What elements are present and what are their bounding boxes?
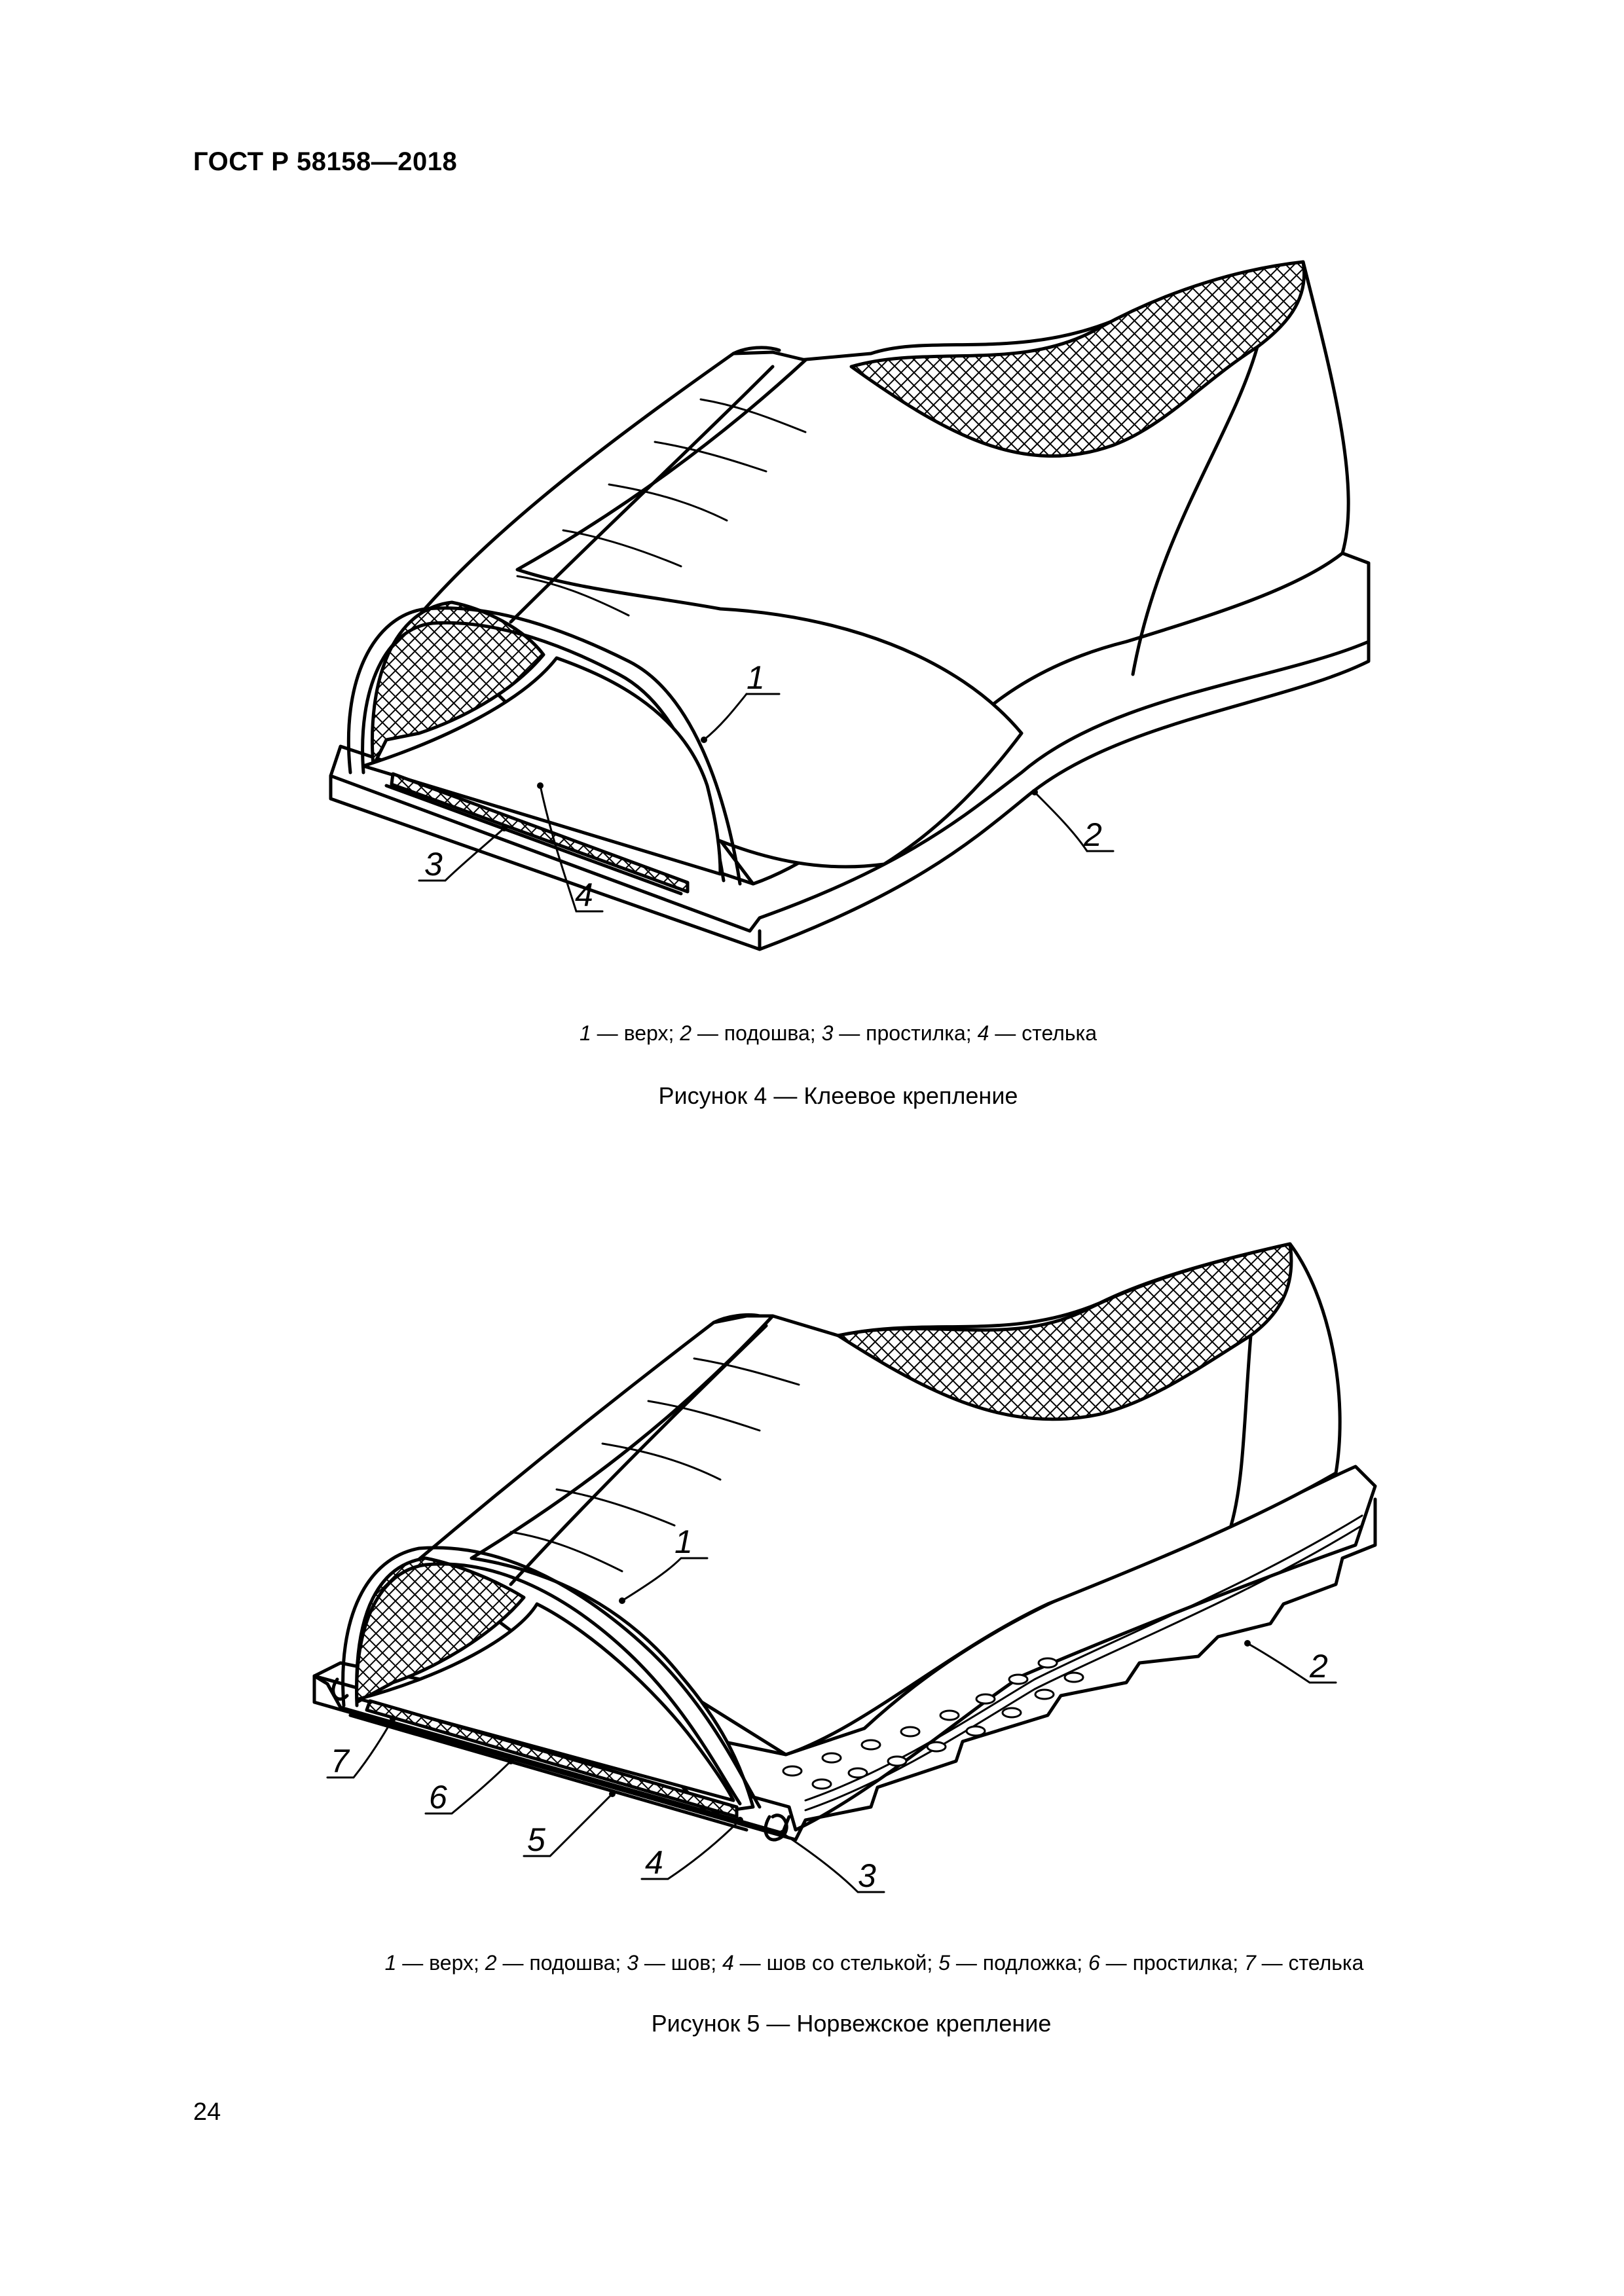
figure-5-legend: 1 — верх; 2 — подошва; 3 — шов; 4 — шов … [384,1951,1364,1975]
fig4-callout-3: 3 [424,846,443,883]
fig5-callout-3: 3 [858,1857,876,1894]
fig5-callout-7: 7 [331,1743,350,1779]
fig5-heel-lining [836,1242,1293,1421]
fig4-callout-1: 1 [747,659,765,696]
fig4-upper-edge [346,606,742,886]
fig4-heel-lining [849,260,1306,458]
fig5-callout-6: 6 [429,1779,447,1815]
fig4-toe-lining [371,600,545,768]
fig5-callout-5: 5 [527,1821,545,1858]
fig5-laces [509,1324,800,1586]
fig4-laces [509,365,807,624]
fig5-toe-lining [355,1556,526,1704]
figure-5-drawing: 1 2 3 4 5 6 7 [312,1242,1377,1894]
fig5-callout-4: 4 [645,1844,663,1881]
fig5-filler [365,1699,739,1819]
figure-5-caption: Рисунок 5 — Норвежское крепление [651,2010,1052,2037]
fig5-insole [357,1602,735,1802]
fig5-callout-1: 1 [674,1523,693,1560]
fig4-callout-2: 2 [1083,816,1102,853]
figure-4-drawing: 1 2 3 4 [329,260,1371,951]
fig5-stitch-holes [782,1657,1084,1790]
fig5-upper-edge [341,1546,762,1809]
fig5-callout-2: 2 [1309,1648,1328,1685]
fig4-insole [361,656,722,876]
fig4-callout-4: 4 [575,877,593,913]
figure-4-legend: 1 — верх; 2 — подошва; 3 — простилка; 4 … [579,1021,1098,1045]
document-header: ГОСТ Р 58158—2018 [193,147,458,176]
page-number: 24 [193,2098,221,2126]
fig4-filler [390,772,690,894]
figure-4-caption: Рисунок 4 — Клеевое крепление [658,1082,1018,1109]
